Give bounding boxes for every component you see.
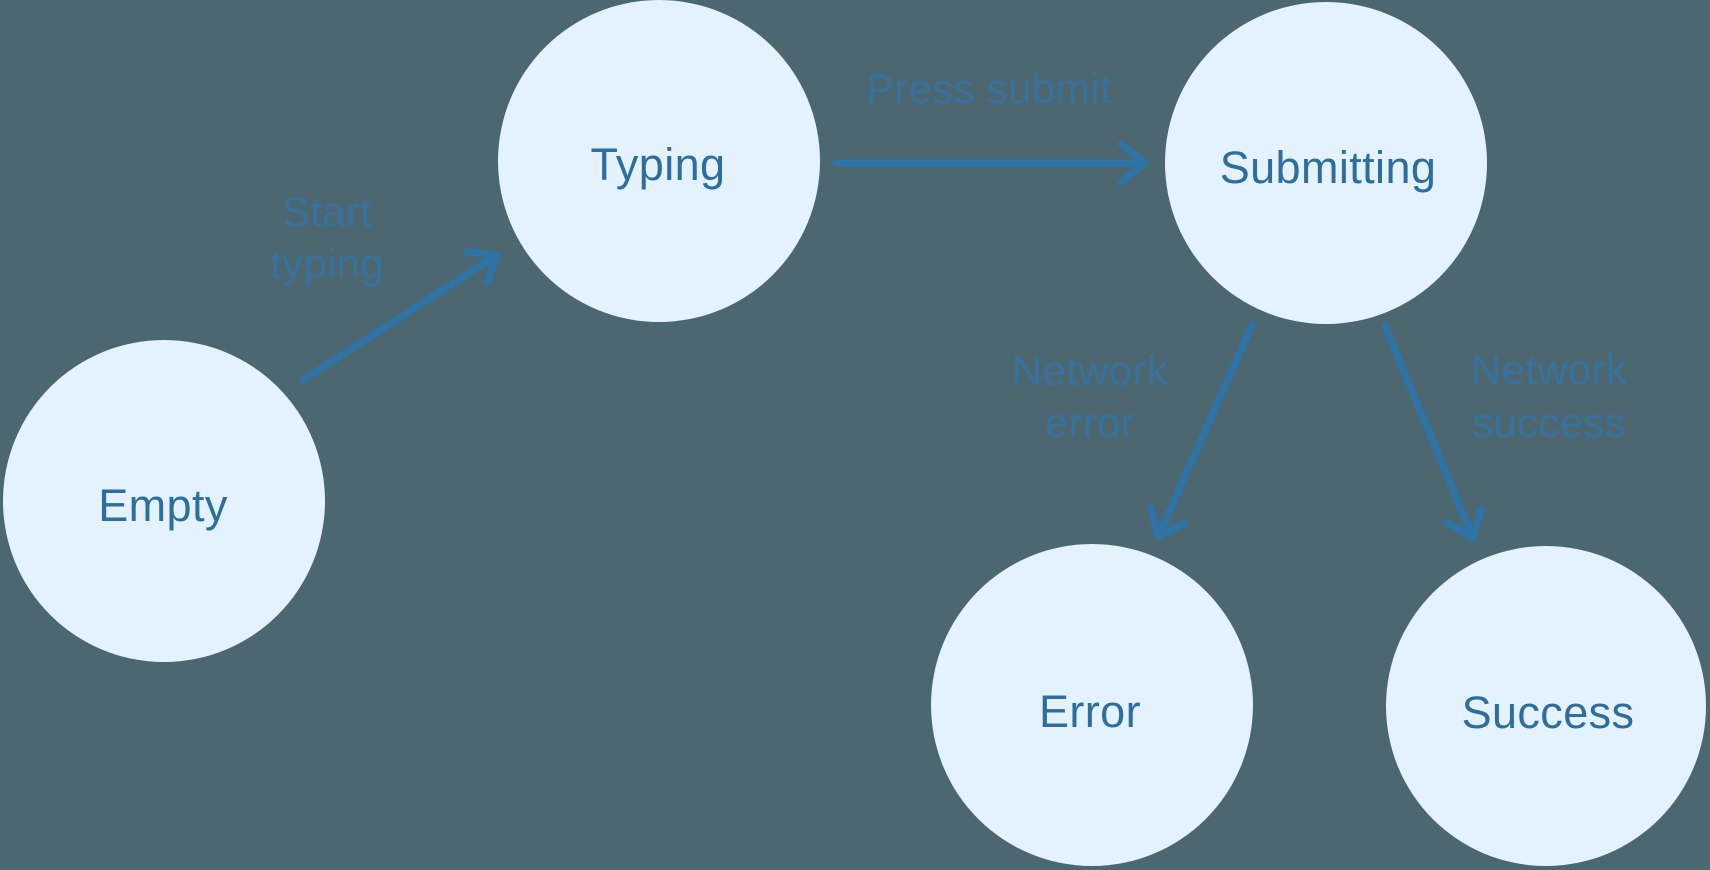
state-node-submitting: Submitting bbox=[1165, 2, 1487, 324]
arrow-head-icon bbox=[1443, 505, 1485, 542]
arrow-head-icon bbox=[1117, 140, 1149, 186]
arrow-line bbox=[1381, 322, 1477, 542]
edge-label-line: Press submit bbox=[866, 65, 1112, 112]
state-circle-error bbox=[931, 544, 1253, 866]
edge-label-network-success: Network success bbox=[1471, 346, 1628, 446]
edge-label-line: typing bbox=[270, 240, 384, 287]
state-label-error: Error bbox=[1039, 686, 1141, 737]
edge-label-line: Start bbox=[282, 188, 372, 235]
state-label-typing: Typing bbox=[591, 139, 726, 190]
state-label-submitting: Submitting bbox=[1220, 142, 1437, 193]
state-circle-success bbox=[1386, 546, 1706, 866]
state-circle-empty bbox=[3, 340, 325, 662]
arrow-head-icon bbox=[1147, 504, 1189, 541]
edge-arrow-submitting-to-success bbox=[1381, 322, 1485, 542]
edge-arrow-submitting-to-error bbox=[1147, 321, 1256, 541]
state-label-success: Success bbox=[1462, 687, 1635, 738]
state-label-empty: Empty bbox=[98, 480, 228, 531]
state-node-success: Success bbox=[1386, 546, 1706, 866]
state-node-error: Error bbox=[931, 544, 1253, 866]
edge-label-start-typing: Start typing bbox=[270, 188, 384, 287]
edge-label-line: Network bbox=[1012, 347, 1169, 394]
state-circle-typing bbox=[498, 0, 820, 322]
state-circle-submitting bbox=[1165, 2, 1487, 324]
edge-label-line: error bbox=[1045, 399, 1135, 446]
arrow-line bbox=[1154, 321, 1256, 541]
edge-arrow-empty-to-typing bbox=[299, 248, 501, 384]
edge-label-network-error: Network error bbox=[1012, 347, 1169, 446]
edge-arrow-typing-to-submitting bbox=[832, 140, 1149, 186]
state-node-empty: Empty bbox=[3, 340, 325, 662]
arrow-line bbox=[299, 251, 501, 384]
state-node-typing: Typing bbox=[498, 0, 820, 322]
arrow-head-icon bbox=[463, 248, 501, 287]
edge-label-line: success bbox=[1472, 399, 1626, 446]
edge-label-press-submit: Press submit bbox=[866, 65, 1112, 112]
edge-label-line: Network bbox=[1471, 346, 1628, 393]
